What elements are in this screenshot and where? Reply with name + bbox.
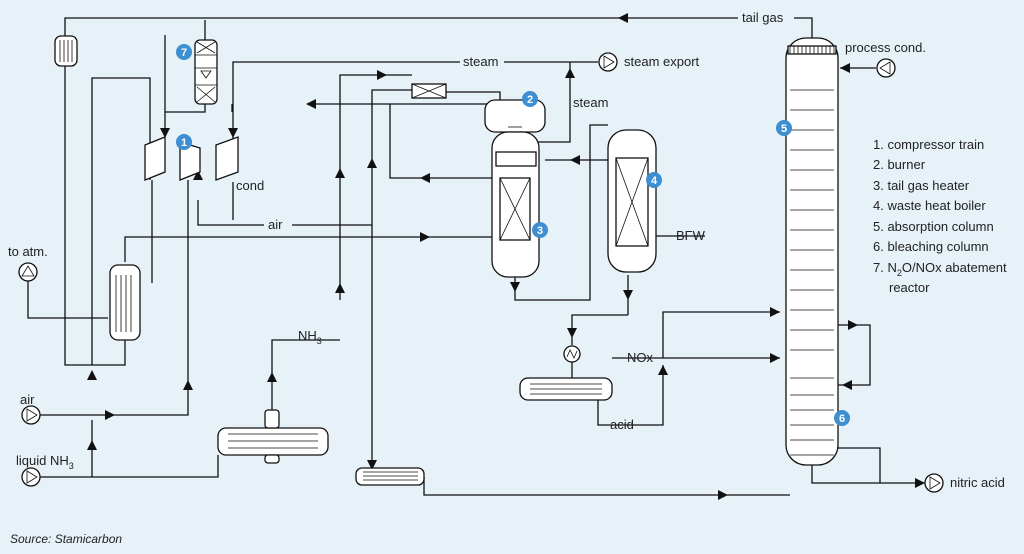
burner-and-tail-gas-heater bbox=[484, 99, 546, 278]
bottom-exchanger bbox=[355, 467, 425, 486]
label-steam-top: steam bbox=[463, 54, 498, 69]
legend-item-2: 2. burner bbox=[873, 157, 926, 172]
label-nh3-mid: NH3 bbox=[298, 328, 322, 346]
process-cond-terminal bbox=[876, 58, 896, 78]
to-atm-terminal bbox=[18, 262, 38, 282]
legend-item-3: 3. tail gas heater bbox=[873, 178, 970, 193]
svg-text:1: 1 bbox=[181, 137, 187, 149]
label-bfw: BFW bbox=[676, 228, 706, 243]
svg-text:4: 4 bbox=[651, 175, 658, 187]
badge-6: 6 bbox=[834, 410, 850, 426]
label-air-in: air bbox=[20, 392, 35, 407]
legend-item-4: 4. waste heat boiler bbox=[873, 198, 986, 213]
label-tail-gas: tail gas bbox=[742, 10, 784, 25]
steam-export-terminal bbox=[598, 52, 618, 72]
label-process-cond: process cond. bbox=[845, 40, 926, 55]
legend-item-7: 7. N2O/NOx abatement bbox=[873, 260, 1007, 278]
svg-text:2: 2 bbox=[527, 94, 533, 106]
legend-item-5: 5. absorption column bbox=[873, 219, 994, 234]
label-steam-right: steam bbox=[573, 95, 608, 110]
absorption-column bbox=[785, 37, 839, 466]
legend-item-1: 1. compressor train bbox=[873, 137, 984, 152]
svg-text:7: 7 bbox=[181, 47, 187, 59]
nox-cooler bbox=[519, 345, 613, 401]
nitric-acid-terminal bbox=[924, 473, 944, 493]
heat-exchanger-small bbox=[411, 83, 447, 99]
legend: 1. compressor train 2. burner 3. tail ga… bbox=[873, 137, 1007, 295]
label-acid: acid bbox=[610, 417, 634, 432]
label-to-atm: to atm. bbox=[8, 244, 48, 259]
label-nitric-acid: nitric acid bbox=[950, 475, 1005, 490]
badge-7: 7 bbox=[176, 44, 192, 60]
tail-gas-cooler bbox=[54, 35, 78, 67]
waste-heat-boiler bbox=[607, 129, 657, 273]
badge-5: 5 bbox=[776, 120, 792, 136]
label-cond: cond bbox=[236, 178, 264, 193]
tail-gas-heater-exchanger bbox=[109, 264, 141, 341]
stream-labels: tail gas steam steam export steam proces… bbox=[8, 10, 1005, 490]
svg-text:3: 3 bbox=[537, 225, 543, 237]
n2o-nox-abatement-reactor bbox=[194, 39, 218, 105]
process-lines bbox=[27, 13, 925, 500]
source-caption: Source: Stamicarbon bbox=[10, 532, 122, 546]
legend-item-6: 6. bleaching column bbox=[873, 239, 989, 254]
label-nox: NOx bbox=[627, 350, 654, 365]
legend-item-7-line2: reactor bbox=[889, 280, 930, 295]
svg-text:5: 5 bbox=[781, 123, 787, 135]
badge-2: 2 bbox=[522, 91, 538, 107]
equipment bbox=[54, 35, 839, 486]
badge-1: 1 bbox=[176, 134, 192, 150]
ammonia-vaporizer bbox=[217, 409, 329, 464]
svg-text:6: 6 bbox=[839, 413, 845, 425]
label-liquid-nh3: liquid NH3 bbox=[16, 453, 74, 471]
number-badges: 1 2 3 4 5 6 7 bbox=[176, 44, 850, 426]
air-inlet-terminal bbox=[21, 405, 41, 425]
label-air-mid: air bbox=[268, 217, 283, 232]
badge-3: 3 bbox=[532, 222, 548, 238]
badge-4: 4 bbox=[646, 172, 662, 188]
liquid-nh3-inlet-terminal bbox=[21, 467, 41, 487]
terminals bbox=[18, 52, 944, 493]
compressor-train bbox=[144, 136, 239, 181]
label-steam-export: steam export bbox=[624, 54, 700, 69]
